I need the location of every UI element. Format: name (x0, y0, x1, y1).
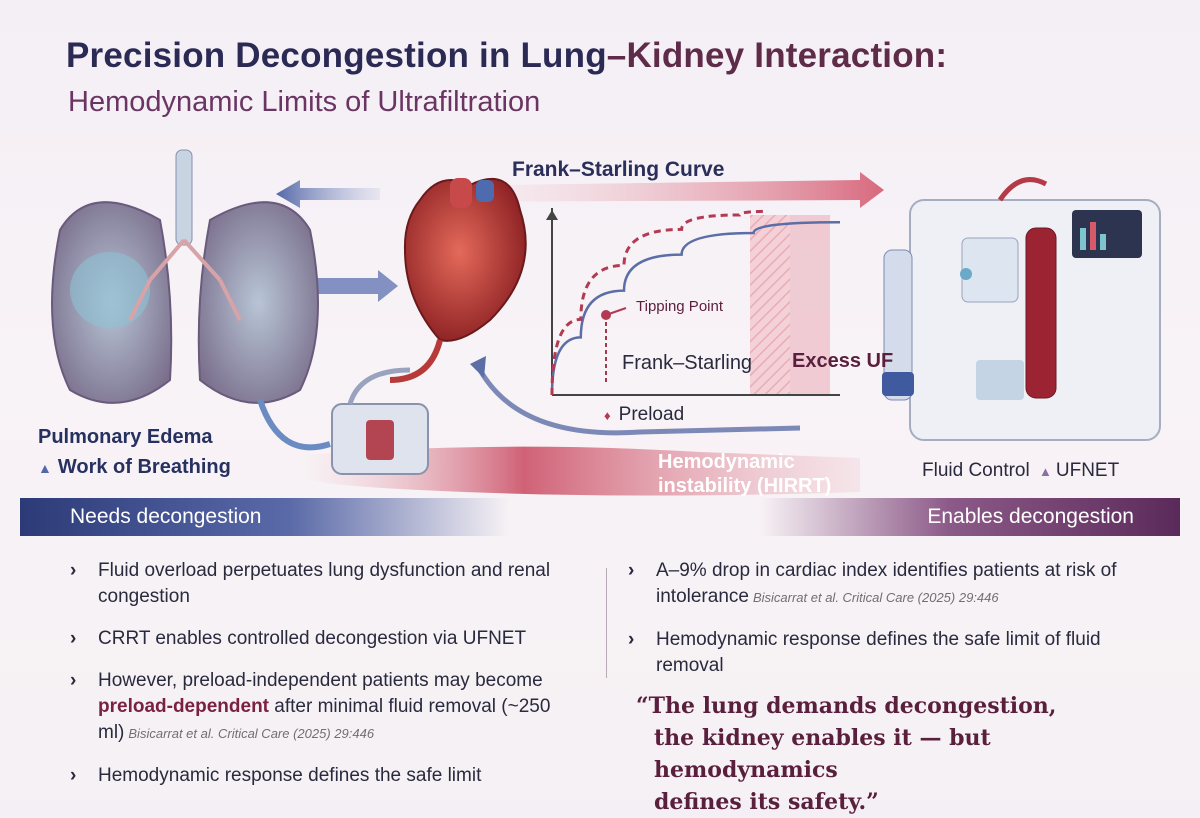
tipping-point-leader (605, 307, 627, 316)
hemodynamic-instability-label: Hemodynamic instability (HIRRT) (658, 450, 831, 498)
frank-starling-label: Frank–Starling (622, 352, 753, 374)
needs-decongestion-band: Needs decongestion (20, 498, 510, 536)
list-item: › Fluid overload perpetuates lung dysfunc… (64, 558, 584, 610)
lungs-illustration (51, 149, 319, 404)
list-item: › CRRT enables controlled decongestion vi… (64, 626, 584, 652)
up-arrow-icon: ▲ (38, 460, 52, 476)
hemo-line-1: Hemodynamic (658, 451, 795, 473)
preload-text: Preload (618, 404, 685, 425)
pump-illustration (257, 367, 429, 475)
excess-uf-label: Excess UF (792, 350, 894, 372)
list-item: › However, preload-independent patients m… (64, 668, 584, 747)
bullet-text: Hemodynamic response defines the safe li… (656, 629, 1101, 676)
preload-marker-icon: ♦ (604, 408, 611, 423)
y-axis-arrow-icon (546, 210, 558, 220)
bullet-text: A–9% drop in cardiac index identifies pa… (656, 560, 1117, 607)
crrt-machine-illustration (882, 177, 1161, 441)
pulmonary-edema-label: Pulmonary Edema (38, 426, 213, 448)
bullet-text: Hemodynamic response defines the safe li… (98, 765, 482, 786)
work-of-breathing-text: Work of Breathing (57, 456, 231, 478)
heart-illustration (389, 177, 527, 383)
enables-decongestion-band: Enables decongestion (760, 498, 1180, 536)
right-bullet-list: › A–9% drop in cardiac index identifies p… (622, 558, 1162, 695)
list-item: › Hemodynamic response defines the safe l… (64, 763, 584, 789)
up-arrow-icon: ▲ (1039, 464, 1052, 479)
bullet-text: after minimal fluid removal (~250 ml) (98, 696, 551, 743)
quote-line-3: defines its safety.” (654, 789, 879, 815)
ufnet-text: UFNET (1055, 460, 1120, 481)
preload-axis-label: ♦ Preload (604, 404, 684, 426)
excess-uf-zone (750, 215, 790, 395)
bullet-text: However, preload-independent patients ma… (98, 670, 543, 691)
fluid-control-text: Fluid Control (922, 460, 1030, 481)
frank-starling-chart (546, 208, 841, 396)
tipping-point-label: Tipping Point (636, 298, 723, 315)
fluid-control-label: Fluid Control ▲UFNET (922, 460, 1119, 482)
quote-line-2: the kidney enables it — but hemodynamics (654, 725, 991, 783)
quote-line-1: “The lung demands decongestion, (636, 693, 1057, 719)
bullet-text: Fluid overload perpetuates lung dysfunct… (98, 560, 551, 607)
chevron-right-icon: › (70, 670, 77, 691)
emphasis-text: preload-dependent (98, 696, 270, 717)
column-divider (606, 568, 607, 678)
chevron-right-icon: › (70, 628, 77, 649)
work-of-breathing-label: ▲ Work of Breathing (38, 456, 231, 479)
hemo-line-2: instability (HIRRT) (658, 475, 832, 497)
list-item: › Hemodynamic response defines the safe l… (622, 627, 1162, 679)
series-line-1 (550, 220, 841, 396)
left-bullet-list: › Fluid overload perpetuates lung dysfunc… (64, 558, 584, 805)
chevron-right-icon: › (628, 560, 635, 581)
chevron-right-icon: › (70, 765, 77, 786)
citation: Bisicarrat et al. Critical Care (2025) 2… (752, 590, 999, 605)
citation: Bisicarrat et al. Critical Care (2025) 2… (128, 726, 375, 741)
chevron-right-icon: › (628, 629, 635, 650)
background-flow (51, 149, 1161, 496)
excess-uf-zone-2 (790, 215, 830, 395)
title-part-1: Precision Decongestion in Lung (66, 36, 607, 75)
series-line-2 (550, 209, 769, 396)
page-title: Precision Decongestion in Lung–Kidney In… (66, 36, 947, 76)
chart-title: Frank–Starling Curve (512, 158, 725, 181)
closing-quote: “The lung demands decongestion, the kidn… (636, 690, 1176, 818)
list-item: › A–9% drop in cardiac index identifies p… (622, 558, 1162, 611)
title-dash: – (606, 36, 627, 75)
title-part-2: Kidney Interaction: (626, 36, 948, 75)
chevron-right-icon: › (70, 560, 77, 581)
page-subtitle: Hemodynamic Limits of Ultrafiltration (68, 86, 541, 118)
bullet-text: CRRT enables controlled decongestion via… (98, 628, 527, 649)
